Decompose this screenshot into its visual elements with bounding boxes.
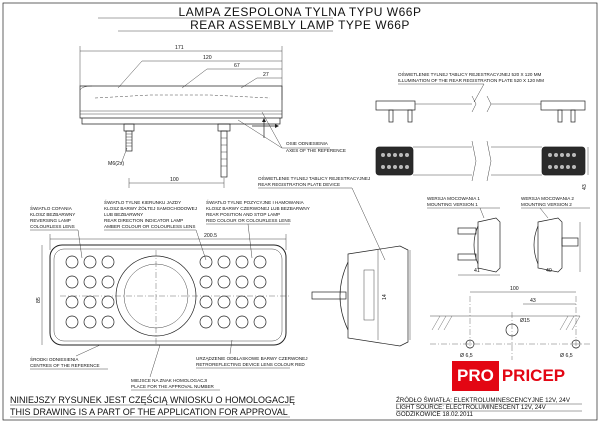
svg-text:MOUNTING VERSION 2: MOUNTING VERSION 2 <box>521 202 572 207</box>
source-line-1: ŹRÓDŁO ŚWIATŁA: ELEKTROLUMINESCENCYJNE 1… <box>396 396 571 404</box>
note-line-1: NINIEJSZY RYSUNEK JEST CZĘŚCIĄ WNIOSKU O… <box>10 394 295 405</box>
dim-120: 120 <box>203 55 212 61</box>
mounting-stud-right <box>217 123 231 178</box>
note-line-2: THIS DRAWING IS A PART OF THE APPLICATIO… <box>10 407 288 417</box>
registration-plate-diagram: OŚWIETLENIE TYLNEJ TABLICY REJESTRACYJNE… <box>375 70 589 190</box>
source-line-2: LIGHT SOURCE: ELECTROLUMINESCENT 12V, 24… <box>396 404 547 411</box>
svg-text:REAR DIRECTION INDICATOR LAMP: REAR DIRECTION INDICATOR LAMP <box>104 218 183 223</box>
svg-text:LUB BEZBARWNY: LUB BEZBARWNY <box>104 212 143 217</box>
brand-pricep: PRICEP <box>498 361 569 391</box>
dim-200-5: 200.5 <box>204 233 217 239</box>
brand-logo: PRO PRICEP <box>452 361 596 391</box>
svg-text:AMBER COLOUR OR COLOURLESS LEN: AMBER COLOUR OR COLOURLESS LENS <box>104 224 195 229</box>
mount-dim-100: 100 <box>510 286 519 292</box>
mount-dim-15: Ø15 <box>520 318 530 324</box>
reg-plate-top-pl: OŚWIETLENIE TYLNEJ TABLICY REJESTRACYJNE… <box>398 70 542 77</box>
dim-171: 171 <box>175 45 184 51</box>
reg-device-pl: OŚWIETLENIE TYLNEJ TABLICY REJESTRACYJNE… <box>258 174 370 181</box>
mounting-hole-pattern: 100 43 Ø15 Ø 6,5 Ø 6,5 <box>430 286 590 360</box>
svg-text:KLOSZ BARWY ŻÓŁTEJ SAMOCHODOWE: KLOSZ BARWY ŻÓŁTEJ SAMOCHODOWEJ <box>104 205 197 211</box>
reg-plate-top-en: ILLUMINATION OF THE REAR REGISTRATION PL… <box>398 78 544 83</box>
svg-text:COLOURLESS LENS: COLOURLESS LENS <box>30 224 75 229</box>
svg-text:KLOSZ BEZBARWNY: KLOSZ BEZBARWNY <box>30 212 75 217</box>
reflector-pl: URZĄDZENIE ODBLASKOWE BARWY CZERWONEJ <box>196 356 308 361</box>
source-line-3: GODZIKOWICE 18.02.2011 <box>396 411 473 418</box>
svg-text:WERSJA MOCOWANIA 2: WERSJA MOCOWANIA 2 <box>521 196 574 201</box>
side-view: 14 <box>311 245 411 347</box>
reg-device-en: REAR REGISTRATION PLATE DEVICE <box>258 182 340 187</box>
svg-text:KLOSZ BARWY CZERWONEJ LUB BEZB: KLOSZ BARWY CZERWONEJ LUB BEZBARWNY <box>206 206 310 211</box>
svg-text:WERSJA MOCOWANIA 1: WERSJA MOCOWANIA 1 <box>427 196 480 201</box>
mounting-version-1: WERSJA MOCOWANIA 1 MOUNTING VERSION 1 41 <box>427 196 501 276</box>
svg-text:CENTRES OF THE REFERENCE: CENTRES OF THE REFERENCE <box>30 363 100 368</box>
top-view: 171 120 67 27 <box>79 45 346 188</box>
dim-27: 27 <box>263 72 269 78</box>
svg-text:REVERSING LAMP: REVERSING LAMP <box>30 218 71 223</box>
svg-text:RED COLOUR OR COLOURLESS LENS: RED COLOUR OR COLOURLESS LENS <box>206 218 291 223</box>
indicator-pl: ŚWIATŁO TYLNE KIERUNKU JAZDY <box>104 198 181 205</box>
mount-dim-6-5a: Ø 6,5 <box>460 353 473 359</box>
dim-67: 67 <box>234 63 240 69</box>
dim-85: 85 <box>36 297 42 303</box>
mounting-version-2: WERSJA MOCOWANIA 2 MOUNTING VERSION 2 40 <box>521 196 590 274</box>
front-view: ŚWIATŁO COFANIA KLOSZ BEZBARWNY REVERSIN… <box>30 198 310 391</box>
position-stop-pl: ŚWIATŁO TYLNE POZYCYJNE I HAMOWANIA <box>206 198 305 205</box>
mount-dim-43: 43 <box>530 298 536 304</box>
axes-reference-en: AXES OF THE REFERENCE <box>286 148 346 153</box>
title-line-1: LAMPA ZESPOLONA TYLNA TYPU W66P <box>179 5 422 19</box>
ref-centres-pl: ŚRODKI ODNIESIENIA <box>30 355 79 362</box>
led-group-right <box>199 255 267 329</box>
mounting-stud-left <box>123 123 135 152</box>
svg-text:REAR POSITION AND STOP LAMP: REAR POSITION AND STOP LAMP <box>206 212 280 217</box>
svg-text:MOUNTING VERSION 1: MOUNTING VERSION 1 <box>427 202 478 207</box>
led-group-left <box>65 255 115 329</box>
axes-reference-pl: OSIE ODNIESIENIA <box>286 141 329 146</box>
dim-thread: M6(2x) <box>108 161 124 167</box>
title-line-2: REAR ASSEMBLY LAMP TYPE W66P <box>190 18 410 32</box>
homologation-pl: MIEJSCE NA ZNAK HOMOLOGACJI <box>131 378 207 383</box>
dim-43: 43 <box>582 184 588 190</box>
dim-41: 41 <box>474 268 480 274</box>
dim-40: 40 <box>546 268 552 274</box>
reversing-pl: ŚWIATŁO COFANIA <box>30 204 73 211</box>
svg-text:RETROREFLECTING DEVICE LENS CO: RETROREFLECTING DEVICE LENS COLOUR RED <box>196 362 305 367</box>
brand-pro: PRO <box>452 361 499 391</box>
svg-text:PLACE FOR THE APPROVAL NUMBER: PLACE FOR THE APPROVAL NUMBER <box>131 384 215 389</box>
lamp-body-top <box>79 85 283 119</box>
dim-100: 100 <box>170 177 179 183</box>
dim-14: 14 <box>382 294 388 300</box>
mount-dim-6-5b: Ø 6,5 <box>560 353 573 359</box>
